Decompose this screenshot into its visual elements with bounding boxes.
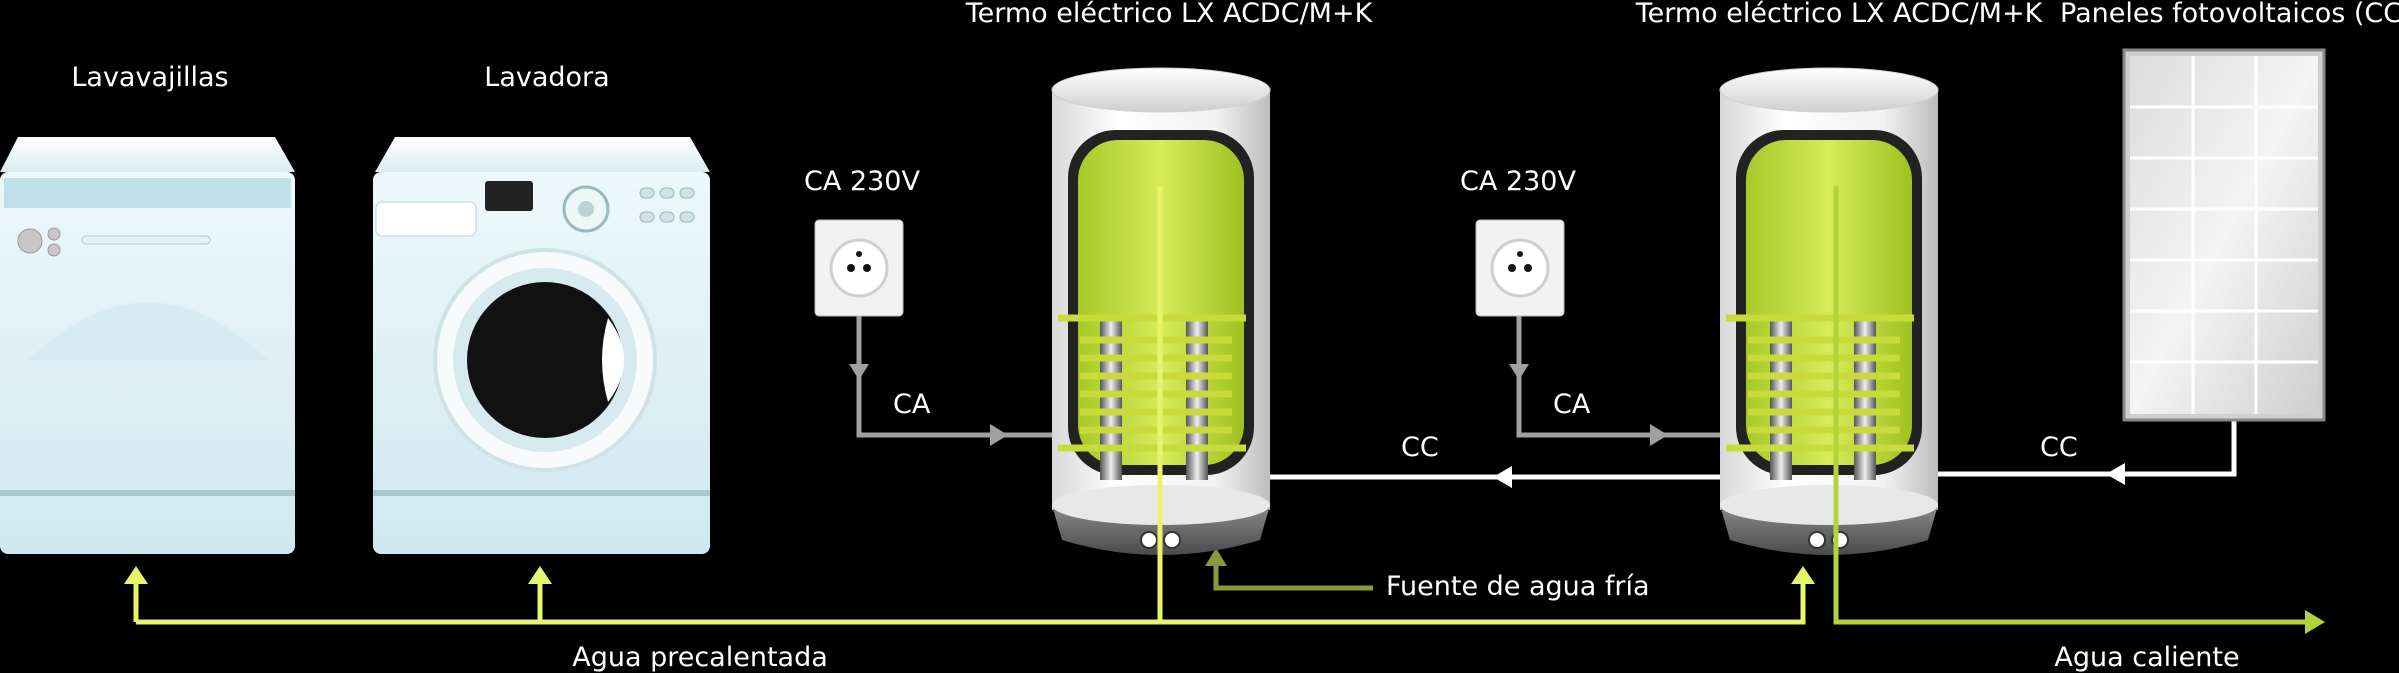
label-heater-left: Termo eléctrico LX ACDC/M+K — [965, 0, 1373, 29]
label-preheated-water: Agua precalentada — [572, 642, 828, 673]
socket-right — [1475, 219, 1565, 317]
label-ca-left: CA — [893, 389, 931, 420]
ac-arrow-down-right — [1509, 364, 1529, 380]
ac-arrow-right-left — [990, 424, 1008, 446]
dc-arrow-left-right — [2106, 463, 2125, 485]
label-hot-water: Agua caliente — [2054, 642, 2240, 673]
label-cold-water: Fuente de agua fría — [1386, 571, 1650, 602]
water-heater-right — [1719, 67, 1939, 555]
label-socket-right: CA 230V — [1460, 166, 1576, 197]
ac-line-left — [856, 312, 1058, 438]
cold-water-line — [1205, 548, 1373, 591]
label-dishwasher: Lavavajillas — [71, 62, 229, 93]
label-cc-right: CC — [2040, 432, 2078, 463]
arrow-up-washer — [528, 566, 552, 584]
label-heater-right: Termo eléctrico LX ACDC/M+K — [1635, 0, 2043, 29]
label-solar-panels: Paneles fotovoltaicos (CC) — [2060, 0, 2399, 29]
label-washer: Lavadora — [484, 62, 610, 93]
dishwasher — [0, 137, 295, 554]
arrow-up-dishwasher — [124, 566, 148, 584]
ac-line-right — [1516, 312, 1725, 438]
label-cc-middle: CC — [1401, 432, 1439, 463]
washing-machine — [373, 137, 710, 554]
label-socket-left: CA 230V — [804, 166, 920, 197]
ac-arrow-down-left — [849, 364, 869, 380]
arrow-up-heater-right — [1791, 566, 1815, 584]
dc-arrow-left-middle — [1493, 466, 1512, 488]
label-ca-right: CA — [1553, 389, 1591, 420]
solar-panel — [2122, 48, 2326, 422]
socket-left — [814, 219, 904, 317]
ac-arrow-right-right — [1650, 424, 1668, 446]
